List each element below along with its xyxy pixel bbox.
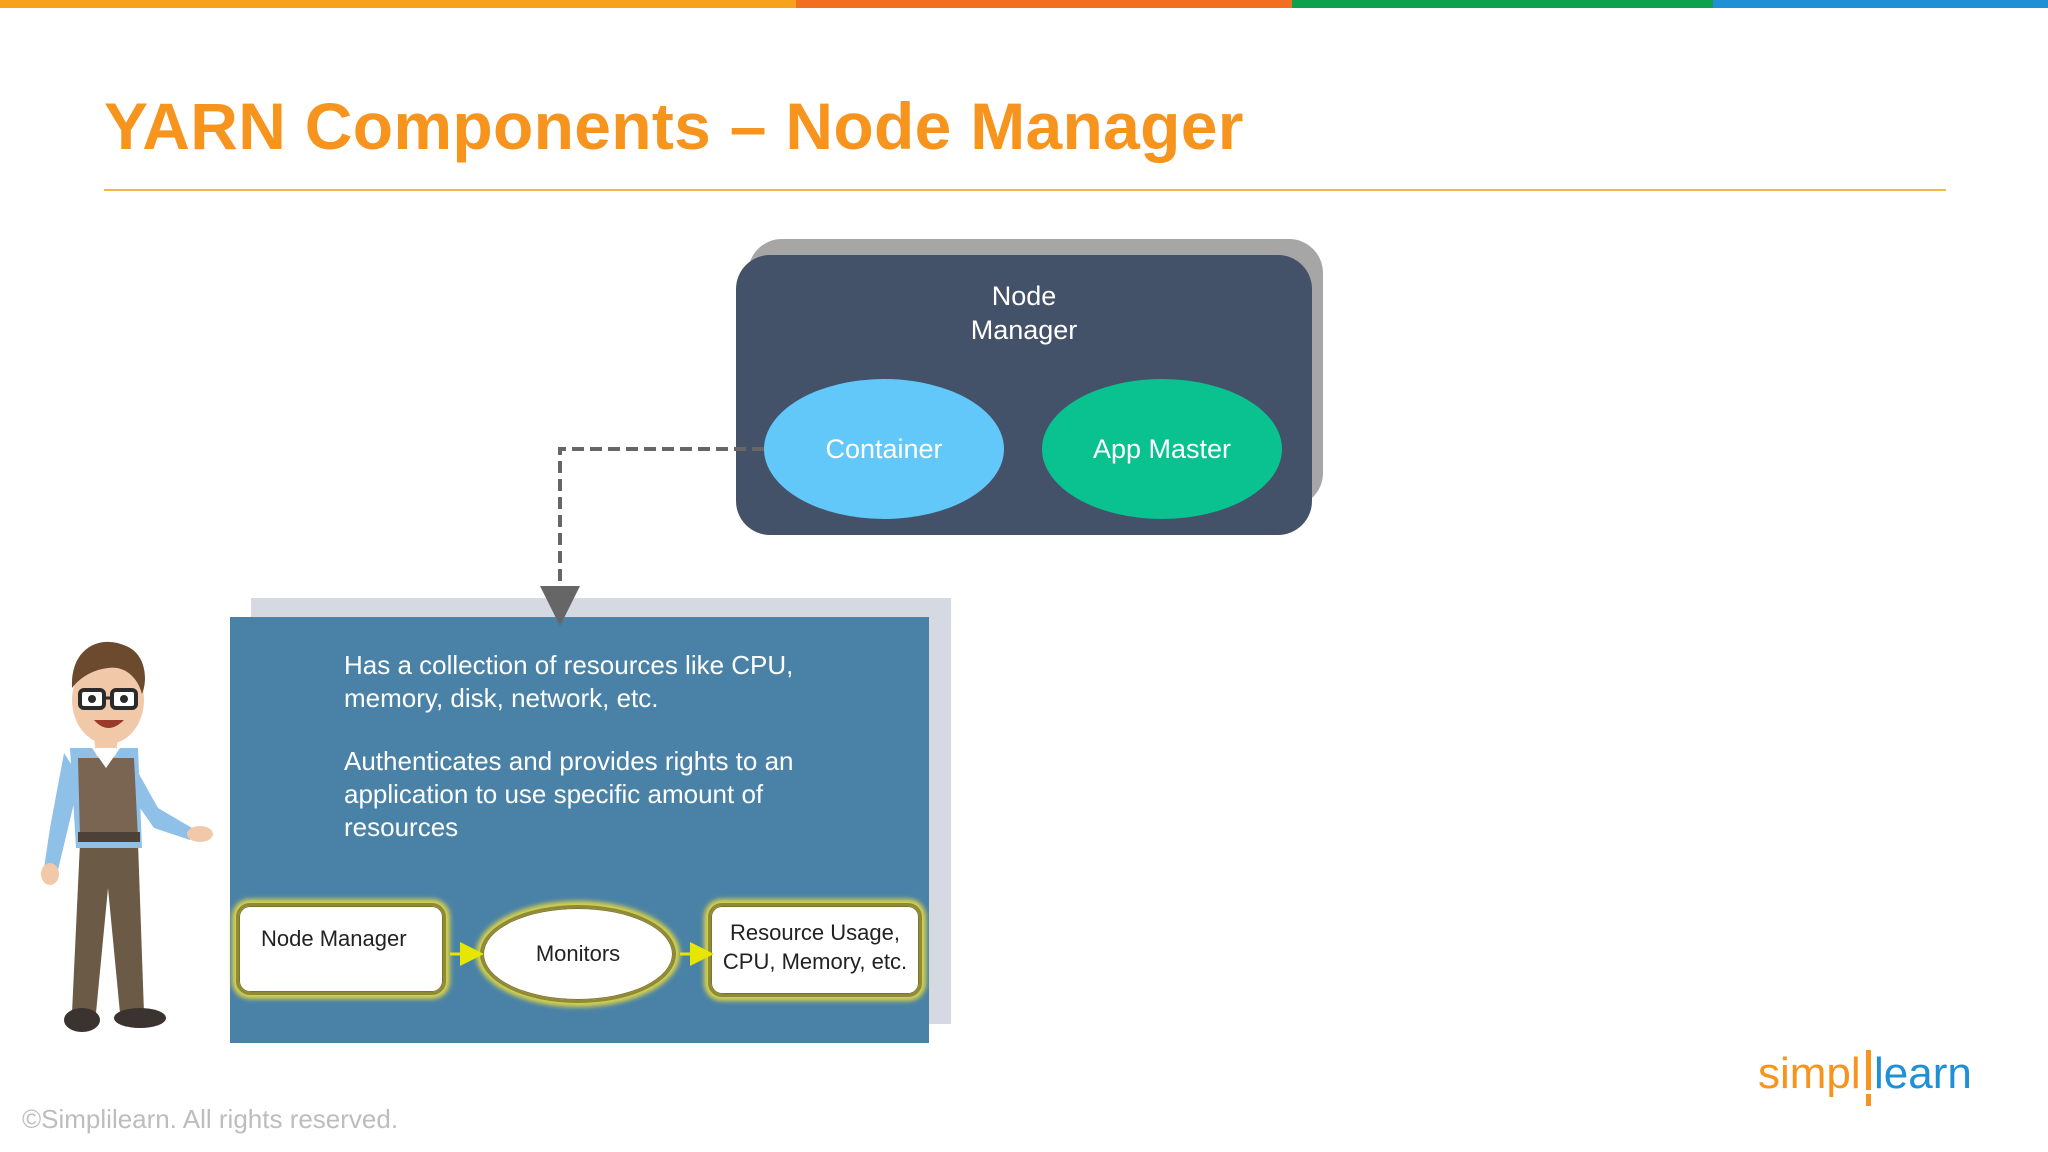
flow-node-manager-label: Node Manager [261, 926, 407, 951]
logo-text-learn: learn [1874, 1049, 1972, 1098]
logo-i-bar [1866, 1050, 1871, 1090]
node-manager-title-line1: Node [991, 281, 1057, 311]
flow-monitors-ellipse: Monitors [480, 905, 676, 1003]
container-label: Container [825, 433, 943, 464]
authentication-text: Authenticates and provides rights to an … [344, 746, 794, 842]
bar-segment-green [1292, 0, 1713, 8]
resource-collection-text: Has a collection of resources like CPU, … [344, 650, 794, 713]
bar-segment-dark-orange [796, 0, 1292, 8]
title-divider [104, 189, 1946, 191]
description-panel: Has a collection of resources like CPU, … [230, 617, 929, 1043]
simplilearn-logo: simpl learn [1758, 1049, 1972, 1106]
container-to-panel-dashed-arrow [540, 447, 764, 626]
bar-segment-blue [1713, 0, 2048, 8]
flow-node-manager-box: Node Manager [236, 903, 446, 995]
node-manager-title-line2: Manager [970, 315, 1078, 345]
flow-monitors-label: Monitors [535, 941, 621, 966]
node-manager-box: Node Manager Container App Master [736, 255, 1312, 535]
flow-resource-line2: CPU, Memory, etc. [722, 949, 908, 974]
node-manager-box-title: Node Manager [736, 279, 1312, 347]
container-ellipse: Container [764, 379, 1004, 519]
flow-resource-usage-box: Resource Usage, CPU, Memory, etc. [708, 903, 922, 997]
flow-resource-line1: Resource Usage, [730, 920, 900, 945]
app-master-ellipse: App Master [1042, 379, 1282, 519]
logo-text-simpl: simpl [1758, 1049, 1861, 1098]
copyright-notice: ©Simplilearn. All rights reserved. [22, 1104, 399, 1134]
slide-title: YARN Components – Node Manager [104, 89, 1244, 163]
logo-i-tail [1866, 1094, 1871, 1106]
bar-segment-orange [0, 0, 796, 8]
presenter-character-illustration [41, 641, 213, 1032]
app-master-label: App Master [1092, 433, 1232, 464]
brand-color-bar [0, 0, 2048, 8]
